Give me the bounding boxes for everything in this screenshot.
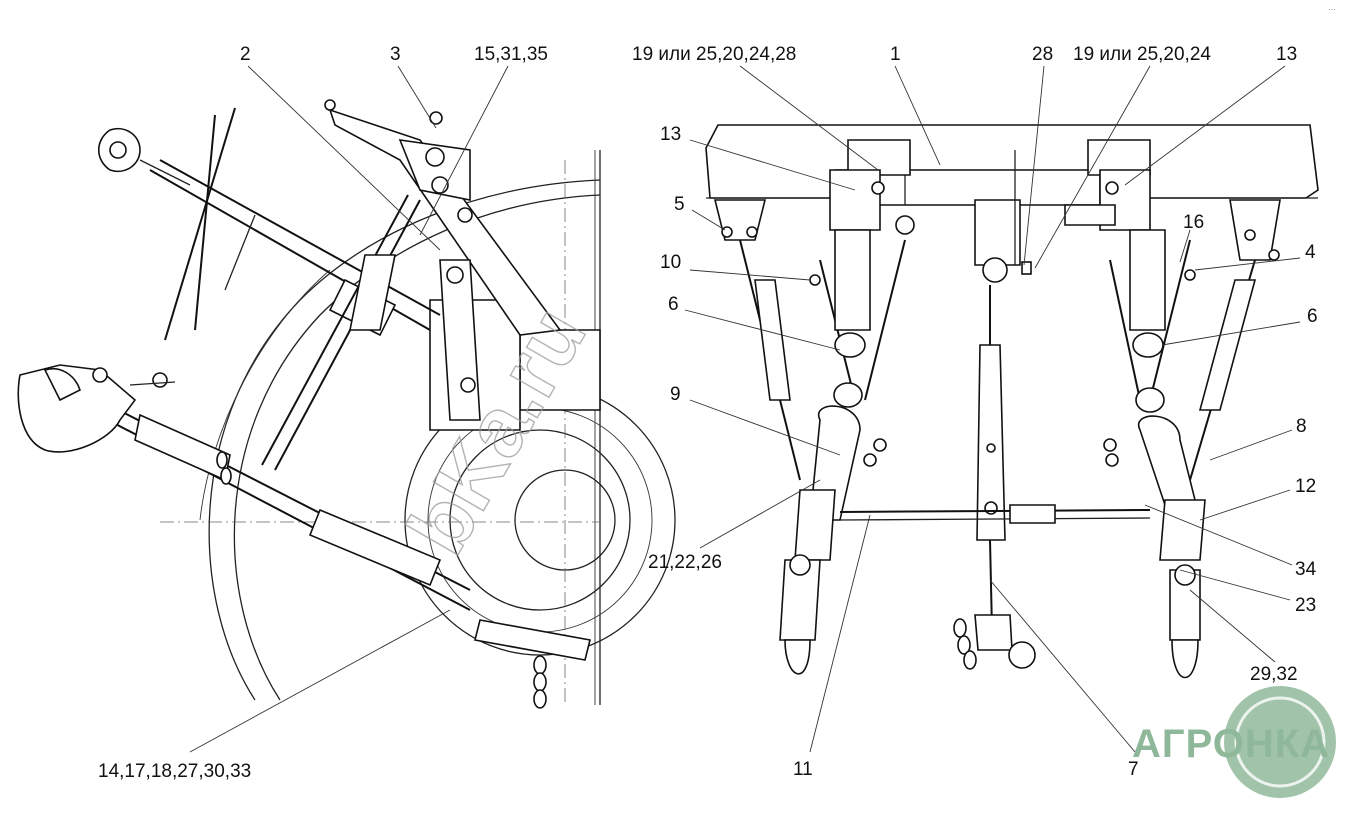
chain-icon [533,655,547,709]
label-23: 23 [1295,595,1316,616]
chain-icon [216,451,232,485]
label-19-25-20-24-28: 19 или 25,20,24,28 [632,44,796,65]
chain-icon [953,618,977,670]
label-14-17-18-27-30-33: 14,17,18,27,30,33 [98,761,251,782]
label-9: 9 [670,384,681,405]
label-10: 10 [660,252,681,273]
logo-text: АГРОНКА [1132,722,1330,766]
label-11: 11 [793,759,813,780]
side-view [17,99,676,709]
label-2: 2 [240,44,251,65]
label-6-right: 6 [1307,306,1318,327]
label-13-right: 13 [1276,44,1297,65]
callout-labels: 2 3 15,31,35 19 или 25,20,24,28 1 28 19 … [98,44,1318,782]
label-28: 28 [1032,44,1053,65]
label-8: 8 [1296,416,1307,437]
label-7: 7 [1128,759,1139,780]
label-29-32: 29,32 [1250,664,1298,685]
label-34: 34 [1295,559,1317,580]
label-21-22-26: 21,22,26 [648,552,722,573]
label-13-left: 13 [660,124,681,145]
label-16: 16 [1183,212,1204,233]
label-1: 1 [890,44,901,65]
label-5: 5 [674,194,685,215]
label-3: 3 [390,44,401,65]
label-15-31-35: 15,31,35 [474,44,548,65]
label-4: 4 [1305,242,1316,263]
rear-view [705,124,1319,679]
label-12: 12 [1295,476,1316,497]
label-6-left: 6 [668,294,679,315]
leader-lines [189,65,1301,753]
label-19-25-20-24: 19 или 25,20,24 [1073,44,1211,65]
corner-mark: ··· [1328,5,1336,14]
agronka-logo: АГРОНКА [1132,686,1336,798]
